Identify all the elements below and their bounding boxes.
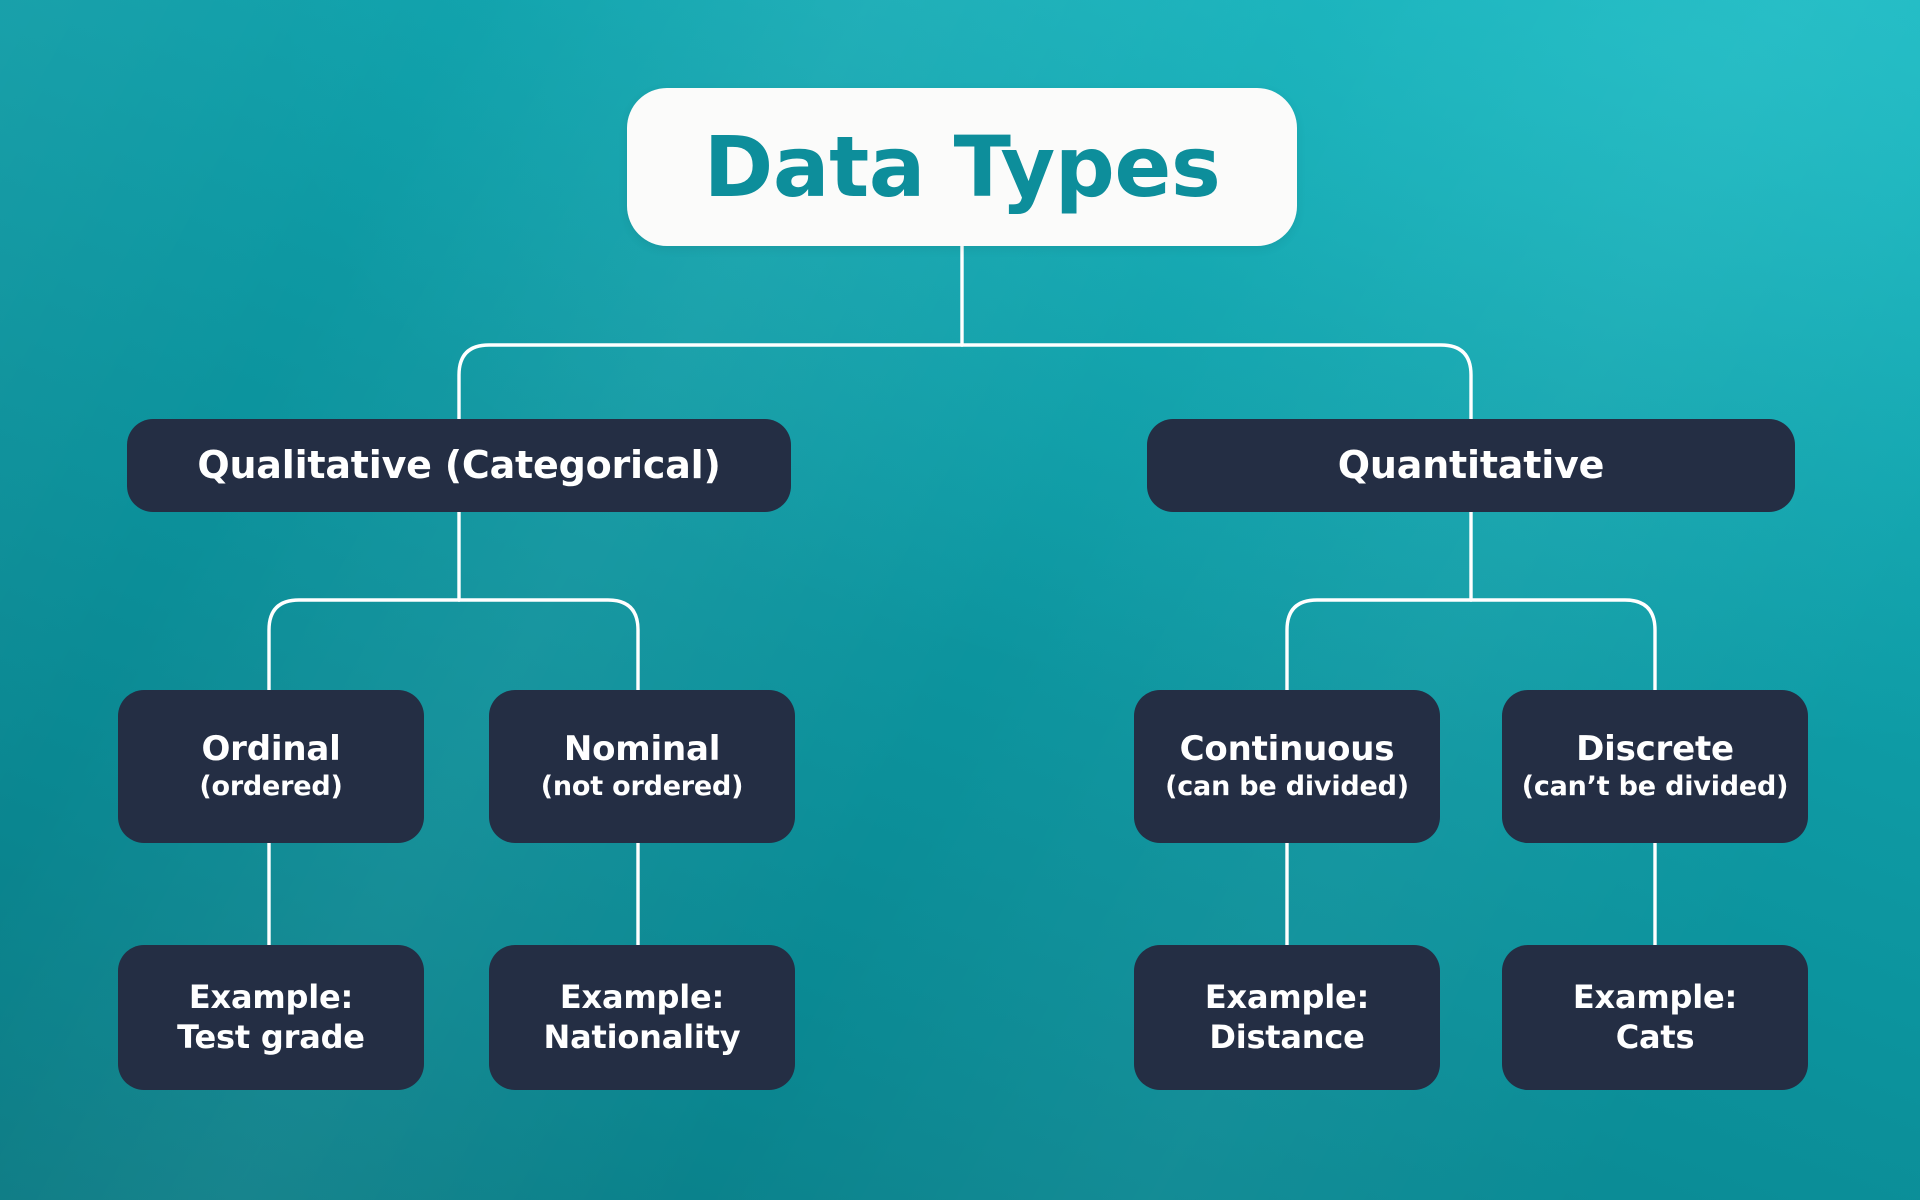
connector-quantitative-to-continuous xyxy=(1285,598,1473,692)
node-continuous[interactable]: Continuous (can be divided) xyxy=(1134,690,1440,843)
node-example-discrete[interactable]: Example: Cats xyxy=(1502,945,1808,1090)
node-example-nominal[interactable]: Example: Nationality xyxy=(489,945,795,1090)
node-nominal[interactable]: Nominal (not ordered) xyxy=(489,690,795,843)
node-quantitative-label: Quantitative xyxy=(1337,443,1605,488)
connector-root-to-qualitative xyxy=(457,343,964,421)
node-example-nominal-line1: Example: xyxy=(559,977,725,1016)
node-ordinal-subtitle: (ordered) xyxy=(199,770,343,802)
connector-quantitative-to-discrete xyxy=(1469,598,1657,692)
node-nominal-subtitle: (not ordered) xyxy=(540,770,744,802)
node-ordinal[interactable]: Ordinal (ordered) xyxy=(118,690,424,843)
node-ordinal-title: Ordinal xyxy=(201,729,341,770)
connector-qualitative-to-nominal xyxy=(457,598,640,692)
connector-root-to-quantitative xyxy=(960,343,1473,421)
node-example-ordinal-line2: Test grade xyxy=(177,1017,365,1056)
connector-qualitative-to-ordinal xyxy=(267,598,461,692)
node-discrete-subtitle: (can’t be divided) xyxy=(1521,770,1789,802)
node-example-continuous-line1: Example: xyxy=(1204,977,1370,1016)
node-example-discrete-line1: Example: xyxy=(1572,977,1738,1016)
node-continuous-title: Continuous xyxy=(1179,729,1395,770)
node-example-continuous[interactable]: Example: Distance xyxy=(1134,945,1440,1090)
node-example-discrete-line2: Cats xyxy=(1615,1017,1695,1056)
node-nominal-title: Nominal xyxy=(563,729,721,770)
node-discrete-title: Discrete xyxy=(1576,729,1734,770)
node-example-continuous-line2: Distance xyxy=(1209,1017,1365,1056)
node-continuous-subtitle: (can be divided) xyxy=(1165,770,1409,802)
node-quantitative[interactable]: Quantitative xyxy=(1147,419,1795,512)
node-discrete[interactable]: Discrete (can’t be divided) xyxy=(1502,690,1808,843)
node-example-ordinal[interactable]: Example: Test grade xyxy=(118,945,424,1090)
node-qualitative[interactable]: Qualitative (Categorical) xyxy=(127,419,791,512)
root-title-label: Data Types xyxy=(703,118,1221,216)
node-example-nominal-line2: Nationality xyxy=(543,1017,741,1056)
node-root-data-types[interactable]: Data Types xyxy=(627,88,1297,246)
node-example-ordinal-line1: Example: xyxy=(188,977,354,1016)
node-qualitative-label: Qualitative (Categorical) xyxy=(197,443,721,488)
